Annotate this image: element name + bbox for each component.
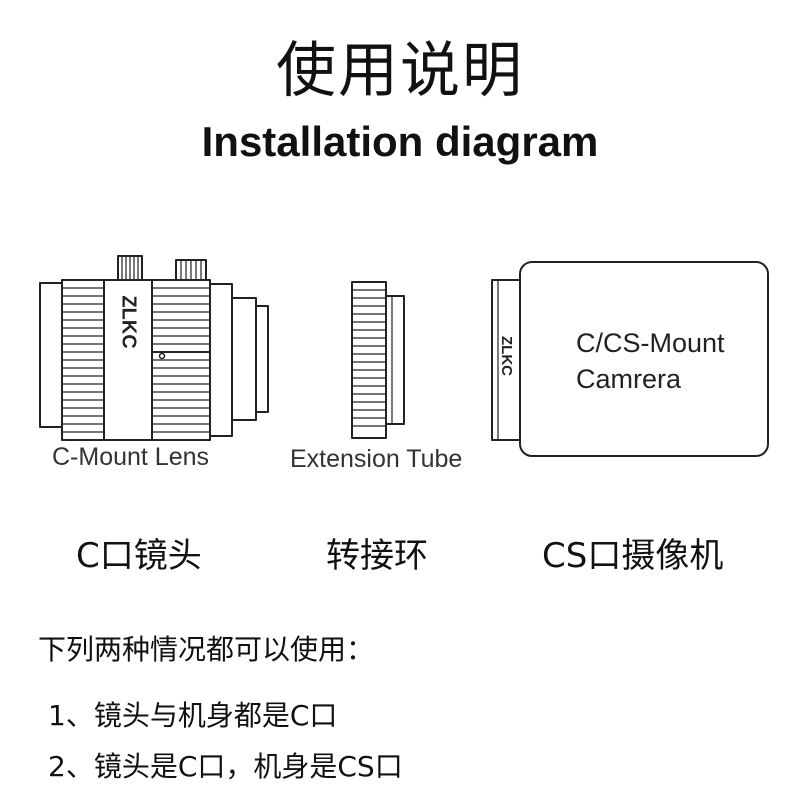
- camera-text-line2: Camrera: [576, 364, 682, 394]
- lens-mount-thread: [255, 305, 269, 413]
- tube-thread: [385, 295, 405, 425]
- camera-drawing: [491, 261, 769, 457]
- lens-brand-text: ZLKC: [118, 295, 140, 348]
- extension-tube-drawing: [351, 281, 405, 439]
- tube-knurled-ring: [351, 281, 387, 439]
- lens-body: [103, 279, 153, 441]
- lens-mount-barrel: [231, 297, 257, 421]
- camera-label-cn: CS口摄像机: [542, 536, 724, 576]
- page-title-en: Installation diagram: [201, 118, 599, 165]
- notes-item-1: 1、镜头与机身都是C口: [48, 699, 338, 732]
- camera-mount-ring: [491, 279, 521, 441]
- lens-rear-flange: [39, 282, 65, 428]
- lens-label-cn: C口镜头: [76, 536, 202, 576]
- lens-drawing: [39, 255, 269, 441]
- page-title-cn: 使用说明: [276, 36, 524, 106]
- tube-label-en: Extension Tube: [290, 445, 463, 473]
- lens-label-en: C-Mount Lens: [52, 443, 210, 471]
- camera-body: [519, 261, 769, 457]
- camera-brand-text: ZLKC: [498, 336, 515, 376]
- tube-label-cn: 转接环: [326, 536, 428, 576]
- notes-intro: 下列两种情况都可以使用：: [38, 633, 375, 666]
- camera-text-line1: C/CS-Mount: [576, 328, 725, 358]
- notes-item-2: 2、镜头是C口，机身是CS口: [48, 750, 403, 783]
- lens-mount-collar: [209, 283, 233, 437]
